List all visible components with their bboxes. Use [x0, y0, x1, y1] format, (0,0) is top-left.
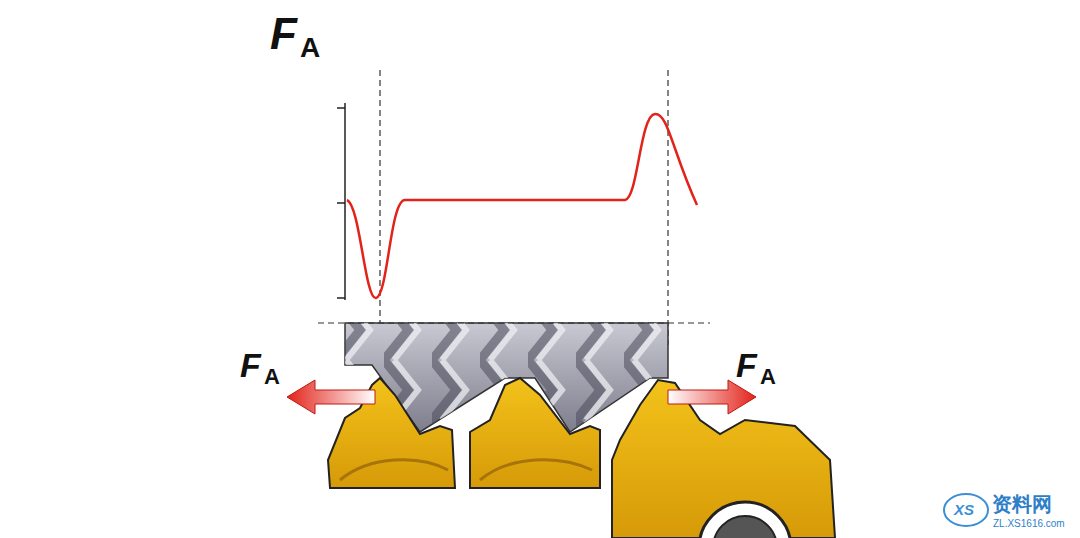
- force-subscript: A: [264, 366, 280, 388]
- watermark: 资料网: [992, 494, 1052, 514]
- force-symbol: F: [736, 348, 757, 382]
- force-subscript: A: [760, 366, 776, 388]
- force-symbol: F: [270, 12, 297, 56]
- force-symbol: F: [240, 348, 261, 382]
- watermark: ZL.XS1616.com: [993, 519, 1065, 529]
- watermark-logo: XS: [954, 502, 974, 517]
- force-subscript: A: [300, 34, 320, 62]
